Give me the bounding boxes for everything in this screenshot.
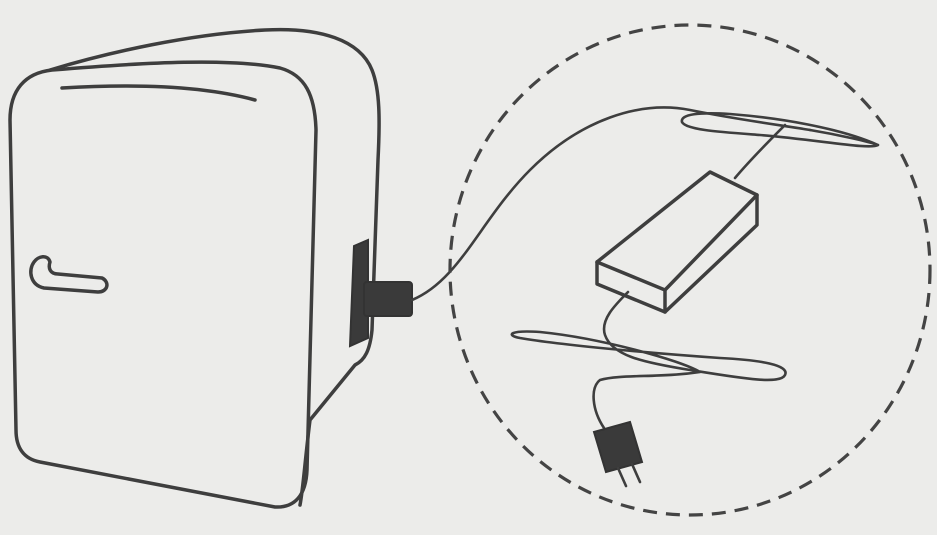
fridge-door: [8, 60, 318, 509]
fridge-top-outline: [48, 27, 381, 507]
ac-plug: [592, 420, 644, 488]
door-handle: [29, 255, 109, 294]
power-adapter: [595, 170, 759, 314]
mini-fridge: [8, 27, 381, 509]
dc-cable-coil: [680, 111, 880, 148]
socket-plate: [348, 238, 369, 348]
dc-cable: [410, 106, 812, 302]
dc-connector: [363, 281, 413, 317]
adapter-input-cable: [733, 123, 787, 180]
fridge-top-groove: [60, 84, 257, 102]
ac-cable: [510, 290, 787, 430]
zoom-circle: [448, 23, 932, 517]
